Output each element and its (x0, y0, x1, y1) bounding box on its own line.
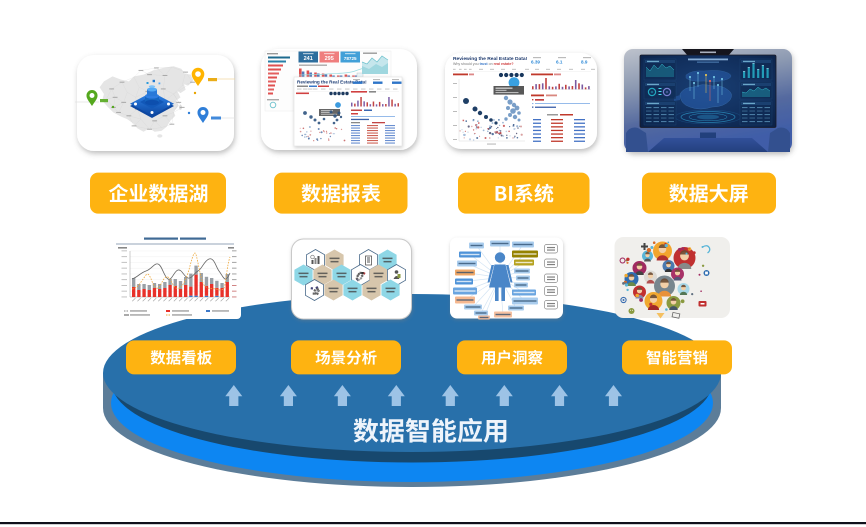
svg-text:Reviewing the Real Estate Data: Reviewing the Real Estate Data! (297, 80, 367, 85)
svg-text:Reviewing the Real Estate Data: Reviewing the Real Estate Data! (453, 56, 528, 62)
svg-text:Why should you trust on real e: Why should you trust on real estate? (453, 62, 514, 66)
svg-text:78725: 78725 (344, 56, 357, 61)
svg-text:295: 295 (325, 56, 334, 62)
svg-text:6.39: 6.39 (531, 60, 540, 65)
svg-text:241: 241 (304, 56, 313, 62)
svg-text:8.9: 8.9 (581, 60, 588, 65)
svg-text:6.1: 6.1 (556, 60, 563, 65)
